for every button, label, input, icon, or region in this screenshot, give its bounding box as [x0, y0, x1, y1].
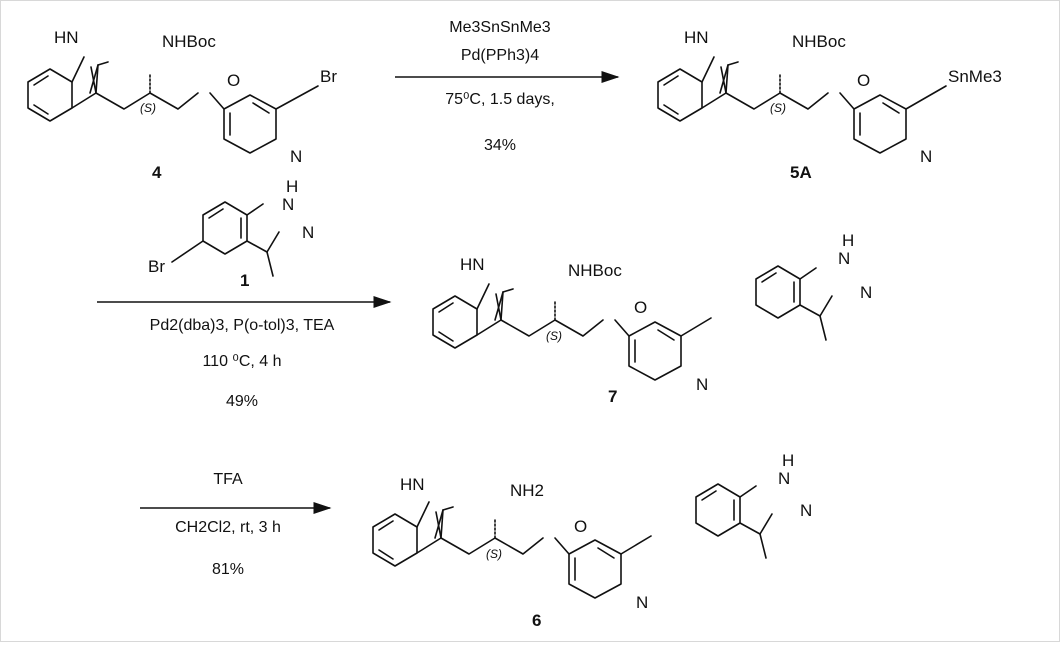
step3-conditions: CH2Cl2, rt, 3 h — [175, 519, 281, 536]
step3-arrow-group: TFA CH2Cl2, rt, 3 h 81% — [140, 471, 332, 578]
step1-yield: 34% — [484, 137, 516, 154]
indazole-h-6: H — [782, 451, 794, 470]
pyridine-n-7: N — [696, 375, 708, 394]
indole-nh-7: HN — [460, 255, 485, 274]
compound-label-6: 6 — [532, 611, 541, 630]
indazole-n2-6: N — [800, 501, 812, 520]
step2-reagent-structure: H N N Br 1 — [148, 177, 314, 290]
indazole-h-1: H — [286, 177, 298, 196]
pyridine-n-5a: N — [920, 147, 932, 166]
indazole-n1-6: N — [778, 469, 790, 488]
nh2-6: NH2 — [510, 481, 544, 500]
step1-arrow-group: Me3SnSnMe3 Pd(PPh3)4 75⁰C, 1.5 days, 34% — [395, 19, 620, 154]
step2-arrow-group: Pd2(dba)3, P(o-tol)3, TEA 110 ⁰C, 4 h 49… — [97, 296, 392, 410]
stereo-7: (S) — [546, 329, 562, 343]
bromine-1: Br — [148, 257, 165, 276]
reagent-label-1: 1 — [240, 271, 249, 290]
step1-conditions: 75⁰C, 1.5 days, — [445, 91, 555, 108]
pyridine-n-6: N — [636, 593, 648, 612]
step3-reagent: TFA — [213, 471, 243, 488]
pyridine-n-4: N — [290, 147, 302, 166]
compound-7: HN NHBoc (S) O N H N N 7 — [432, 231, 872, 406]
step1-reagent-1: Me3SnSnMe3 — [449, 19, 550, 36]
step2-yield: 49% — [226, 393, 258, 410]
compound-label-4: 4 — [152, 163, 162, 182]
step2-conditions-2: 110 ⁰C, 4 h — [202, 353, 281, 370]
indazole-n2-7: N — [860, 283, 872, 302]
indazole-h-7: H — [842, 231, 854, 250]
oxygen-6: O — [574, 517, 587, 536]
indole-nh-4: HN — [54, 28, 79, 47]
indazole-n2-1: N — [302, 223, 314, 242]
compound-label-5a: 5A — [790, 163, 812, 182]
nhboc-7: NHBoc — [568, 261, 622, 280]
oxygen-4: O — [227, 71, 240, 90]
stereo-4: (S) — [140, 101, 156, 115]
indazole-n1-7: N — [838, 249, 850, 268]
stannyl-5a: SnMe3 — [948, 67, 1002, 86]
indole-nh-6: HN — [400, 475, 425, 494]
bromine-4: Br — [320, 67, 337, 86]
compound-4: HN NHBoc (S) O N Br 4 — [27, 28, 337, 182]
nhboc-5a: NHBoc — [792, 32, 846, 51]
compound-6: HN NH2 (S) O N H N N 6 — [372, 451, 812, 630]
oxygen-5a: O — [857, 71, 870, 90]
stereo-6: (S) — [486, 547, 502, 561]
step3-yield: 81% — [212, 561, 244, 578]
nhboc-4: NHBoc — [162, 32, 216, 51]
step2-conditions-1: Pd2(dba)3, P(o-tol)3, TEA — [150, 317, 335, 334]
oxygen-7: O — [634, 298, 647, 317]
compound-5a: HN NHBoc (S) O N SnMe3 5A — [657, 28, 1002, 182]
step1-reagent-2: Pd(PPh3)4 — [461, 47, 539, 64]
indazole-n1-1: N — [282, 195, 294, 214]
stereo-5a: (S) — [770, 101, 786, 115]
compound-label-7: 7 — [608, 387, 617, 406]
indole-nh-5a: HN — [684, 28, 709, 47]
